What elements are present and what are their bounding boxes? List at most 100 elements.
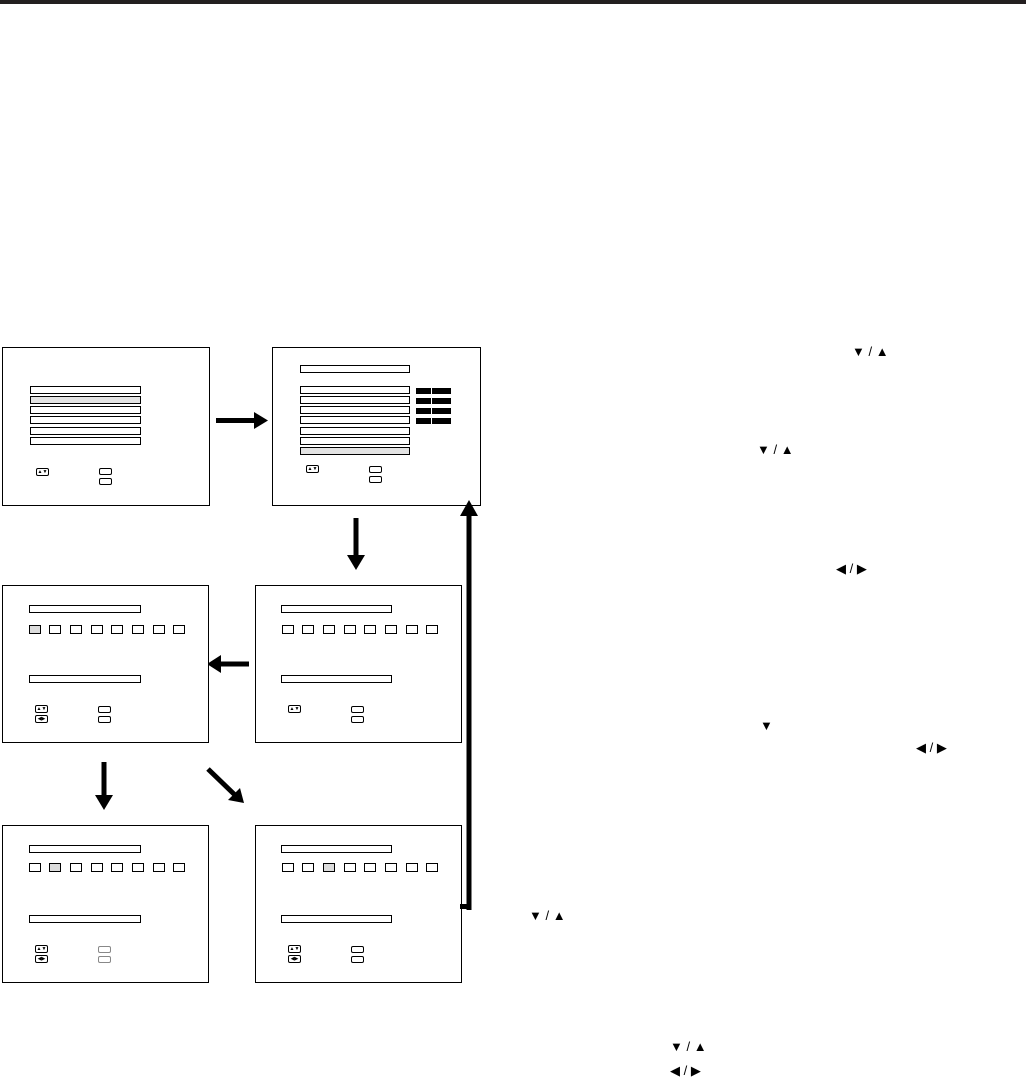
entry-cell xyxy=(153,863,165,872)
up-down-key-icon: ▲▼ xyxy=(288,705,301,713)
entry-cell xyxy=(282,863,294,872)
entry-title-bar xyxy=(29,845,141,853)
entry-cell xyxy=(302,863,314,872)
left-right-key-icon: ◀ / ▶ xyxy=(836,561,867,576)
menu-item xyxy=(300,416,410,424)
arrow-down-icon xyxy=(347,518,365,570)
entry-cell xyxy=(111,625,123,634)
menu-screen-main: ▲▼ xyxy=(2,347,210,506)
entry-screen-editing: ▲▼ ◀▶ xyxy=(2,585,209,743)
entry-cell xyxy=(364,863,376,872)
up-down-key-icon: ▲▼ xyxy=(306,465,319,473)
entry-cell xyxy=(385,625,397,634)
entry-screen-first: ▲▼ xyxy=(255,585,462,743)
entry-cell xyxy=(91,863,103,872)
left-right-key-icon: ◀ / ▶ xyxy=(916,740,947,755)
exit-button-icon xyxy=(99,478,112,485)
select-button-icon xyxy=(98,946,111,953)
menu-item-selected xyxy=(30,396,141,404)
entry-cell-active xyxy=(323,863,335,872)
menu-item xyxy=(300,437,410,445)
entry-status-bar xyxy=(29,675,141,683)
entry-cell xyxy=(364,625,376,634)
entry-cell xyxy=(302,625,314,634)
menu-item xyxy=(30,427,141,435)
down-up-key-icon: ▼ / ▲ xyxy=(852,344,889,359)
down-key-icon: ▼ xyxy=(760,718,773,733)
select-button-icon xyxy=(351,946,364,953)
entry-cell xyxy=(49,625,61,634)
entry-cell xyxy=(132,625,144,634)
entry-cell xyxy=(91,625,103,634)
entry-cell xyxy=(111,863,123,872)
top-rule xyxy=(0,0,1026,4)
level-gauge xyxy=(416,388,451,394)
menu-item-selected xyxy=(300,447,410,455)
menu-item xyxy=(30,416,141,424)
left-right-key-icon: ◀▶ xyxy=(288,955,301,963)
entry-status-bar xyxy=(29,915,141,923)
menu-item xyxy=(30,437,141,445)
entry-cell-active xyxy=(29,625,41,634)
level-gauge xyxy=(416,408,451,414)
entry-screen-third-cell: ▲▼ ◀▶ xyxy=(255,825,462,983)
left-right-key-icon: ◀▶ xyxy=(35,715,48,723)
up-down-key-icon: ▲▼ xyxy=(35,945,48,953)
entry-cell xyxy=(173,625,185,634)
down-up-key-icon: ▼ / ▲ xyxy=(670,1039,707,1054)
up-down-key-icon: ▲▼ xyxy=(36,468,49,476)
arrow-left-icon xyxy=(207,655,249,673)
arrow-return-icon xyxy=(460,500,478,910)
menu-item xyxy=(300,396,410,404)
entry-cell xyxy=(132,863,144,872)
exit-button-icon xyxy=(369,476,382,483)
up-down-key-icon: ▲▼ xyxy=(35,705,48,713)
exit-button-icon xyxy=(98,956,111,963)
entry-cell xyxy=(426,863,438,872)
arrow-down-icon xyxy=(95,762,113,810)
entry-cell xyxy=(426,625,438,634)
entry-cell xyxy=(385,863,397,872)
entry-cell xyxy=(282,625,294,634)
select-button-icon xyxy=(99,468,112,475)
entry-cell xyxy=(70,625,82,634)
entry-status-bar xyxy=(281,675,392,683)
entry-title-bar xyxy=(29,605,141,613)
entry-title-bar xyxy=(281,605,392,613)
entry-cell xyxy=(406,625,418,634)
submenu-title-bar xyxy=(300,365,410,373)
menu-item xyxy=(30,406,141,414)
entry-cell xyxy=(29,863,41,872)
exit-button-icon xyxy=(98,716,111,723)
entry-cell xyxy=(70,863,82,872)
entry-status-bar xyxy=(281,915,392,923)
left-right-key-icon: ◀ / ▶ xyxy=(670,1063,701,1078)
up-down-key-icon: ▲▼ xyxy=(288,945,301,953)
entry-cell-active xyxy=(49,863,61,872)
select-button-icon xyxy=(98,706,111,713)
down-up-key-icon: ▼ / ▲ xyxy=(757,442,794,457)
arrow-right-icon xyxy=(216,412,268,429)
level-gauge xyxy=(416,418,451,424)
entry-cell xyxy=(153,625,165,634)
entry-cell xyxy=(406,863,418,872)
menu-item xyxy=(300,406,410,414)
entry-cell xyxy=(323,625,335,634)
entry-screen-next-cell: ▲▼ ◀▶ xyxy=(2,825,209,983)
exit-button-icon xyxy=(351,716,364,723)
level-gauge xyxy=(416,398,451,404)
entry-title-bar xyxy=(281,845,392,853)
entry-cell xyxy=(173,863,185,872)
menu-screen-sub: ▲▼ xyxy=(272,347,481,506)
select-button-icon xyxy=(369,466,382,473)
menu-item xyxy=(30,386,141,394)
left-right-key-icon: ◀▶ xyxy=(35,955,48,963)
entry-cell xyxy=(344,863,356,872)
arrow-diagonal-icon xyxy=(206,767,244,803)
exit-button-icon xyxy=(351,956,364,963)
entry-cell xyxy=(344,625,356,634)
down-up-key-icon: ▼ / ▲ xyxy=(529,908,566,923)
menu-item xyxy=(300,386,410,394)
select-button-icon xyxy=(351,706,364,713)
menu-item xyxy=(300,427,410,435)
